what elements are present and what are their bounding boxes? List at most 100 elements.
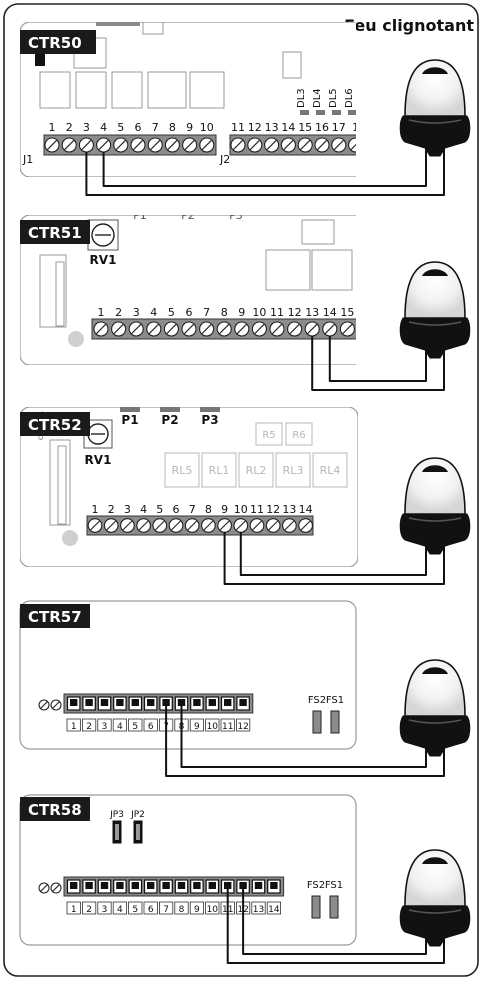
flashing-light-icon xyxy=(399,659,471,757)
screw-slot xyxy=(235,520,246,531)
terminal-number: 15 xyxy=(340,306,354,319)
relay-label: R5 xyxy=(262,430,275,441)
screw-slot xyxy=(148,324,159,334)
panel-tag: CTR50 xyxy=(28,34,82,52)
terminal-screw xyxy=(70,882,78,889)
terminal-number: 14 xyxy=(323,306,337,319)
relay xyxy=(285,422,313,446)
terminal-number: 6 xyxy=(173,503,180,516)
terminal-screw xyxy=(85,699,93,706)
screw-slot xyxy=(122,520,133,531)
terminal-number: 15 xyxy=(298,121,312,134)
screw-slot xyxy=(131,324,142,334)
led xyxy=(300,110,309,115)
screw-slot xyxy=(64,140,75,150)
terminal-screw xyxy=(224,699,232,706)
terminal-number: 13 xyxy=(265,121,279,134)
terminal-screw xyxy=(116,882,124,889)
screw-slot xyxy=(268,520,279,531)
screw-slot xyxy=(90,520,100,531)
relay-label: RL5 xyxy=(172,464,193,477)
terminal-screw xyxy=(224,882,232,889)
terminal-screw xyxy=(85,882,93,889)
terminal-number: 11 xyxy=(270,306,284,319)
screw-slot xyxy=(40,884,48,892)
terminal-number: 10 xyxy=(234,503,248,516)
panel-tag-bg xyxy=(20,604,90,628)
screw-slot xyxy=(52,701,60,709)
ctr52-board-group: P1P2P3CTR52 01RV1R5R6RL5RL1RL2RL3RL41234… xyxy=(20,407,358,567)
terminal-number: 17 xyxy=(332,121,346,134)
terminal-number: 14 xyxy=(281,121,295,134)
diagram-title: Feu clignotant xyxy=(344,16,474,35)
relay xyxy=(311,249,353,291)
screw-slot xyxy=(81,140,92,150)
led-label: DL3 xyxy=(296,88,307,108)
terminal-number: 2 xyxy=(115,306,122,319)
terminal-number-box xyxy=(251,901,266,915)
terminal-screw xyxy=(100,699,109,706)
terminal-number: 14 xyxy=(299,503,313,516)
lamp-highlight xyxy=(408,719,462,724)
terminal-number-box xyxy=(266,901,282,915)
wire xyxy=(226,888,445,964)
terminal-number: 4 xyxy=(100,121,107,134)
terminal-screw xyxy=(208,882,216,889)
screw-slot xyxy=(333,140,344,150)
flashing-light-icon xyxy=(399,457,471,555)
lamp-cap xyxy=(422,667,448,674)
terminal-screw xyxy=(239,882,247,889)
terminal-number: 1 xyxy=(92,503,99,516)
terminal-number-box xyxy=(97,718,112,732)
screw-slot xyxy=(252,520,262,531)
terminal-screw xyxy=(208,699,216,706)
button-label: P3 xyxy=(229,209,243,222)
terminal-number: 9 xyxy=(221,503,228,516)
terminal-number: 9 xyxy=(238,306,245,319)
lamp-dome xyxy=(404,457,466,515)
wire xyxy=(180,705,427,768)
terminal-screw xyxy=(254,882,263,889)
panel-tag: CTR57 xyxy=(28,608,82,626)
terminal-number: 12 xyxy=(248,121,262,134)
lamp-dome xyxy=(404,659,466,717)
label-j2: J2 xyxy=(219,153,230,166)
terminal-number: 12 xyxy=(288,306,302,319)
panel-tag-bg xyxy=(20,412,90,436)
lamp-highlight xyxy=(408,909,462,914)
terminal-number-box xyxy=(66,718,81,732)
lamp-cap xyxy=(422,67,448,74)
component xyxy=(55,261,65,327)
terminal-number: 1 xyxy=(71,905,77,915)
wire xyxy=(102,148,427,187)
relay xyxy=(312,452,348,488)
terminal-screw xyxy=(131,699,139,706)
lamp-highlight xyxy=(408,119,462,124)
component xyxy=(49,439,71,526)
button-label: P1 xyxy=(133,209,147,222)
terminal-number-box xyxy=(143,901,158,915)
screw-slot xyxy=(167,140,178,150)
relay xyxy=(238,452,274,488)
button-label: P1 xyxy=(121,413,138,427)
screw-slot xyxy=(219,324,230,334)
led-label: DL5 xyxy=(328,88,339,108)
led xyxy=(348,110,356,115)
fuse-label: FS1 xyxy=(325,880,343,891)
lamps xyxy=(399,59,471,947)
terminal-number: 5 xyxy=(168,306,175,319)
trimmer-label: RV1 xyxy=(90,253,117,267)
terminal-number: 7 xyxy=(203,306,210,319)
button xyxy=(120,407,140,412)
connector xyxy=(96,22,140,26)
screw-slot xyxy=(184,324,194,334)
screw-slot xyxy=(184,140,195,150)
button xyxy=(160,407,180,412)
screw-slot xyxy=(219,520,230,531)
terminal-number-box xyxy=(205,901,220,915)
terminal-number: 1 xyxy=(352,121,359,134)
terminal-block xyxy=(63,876,285,897)
